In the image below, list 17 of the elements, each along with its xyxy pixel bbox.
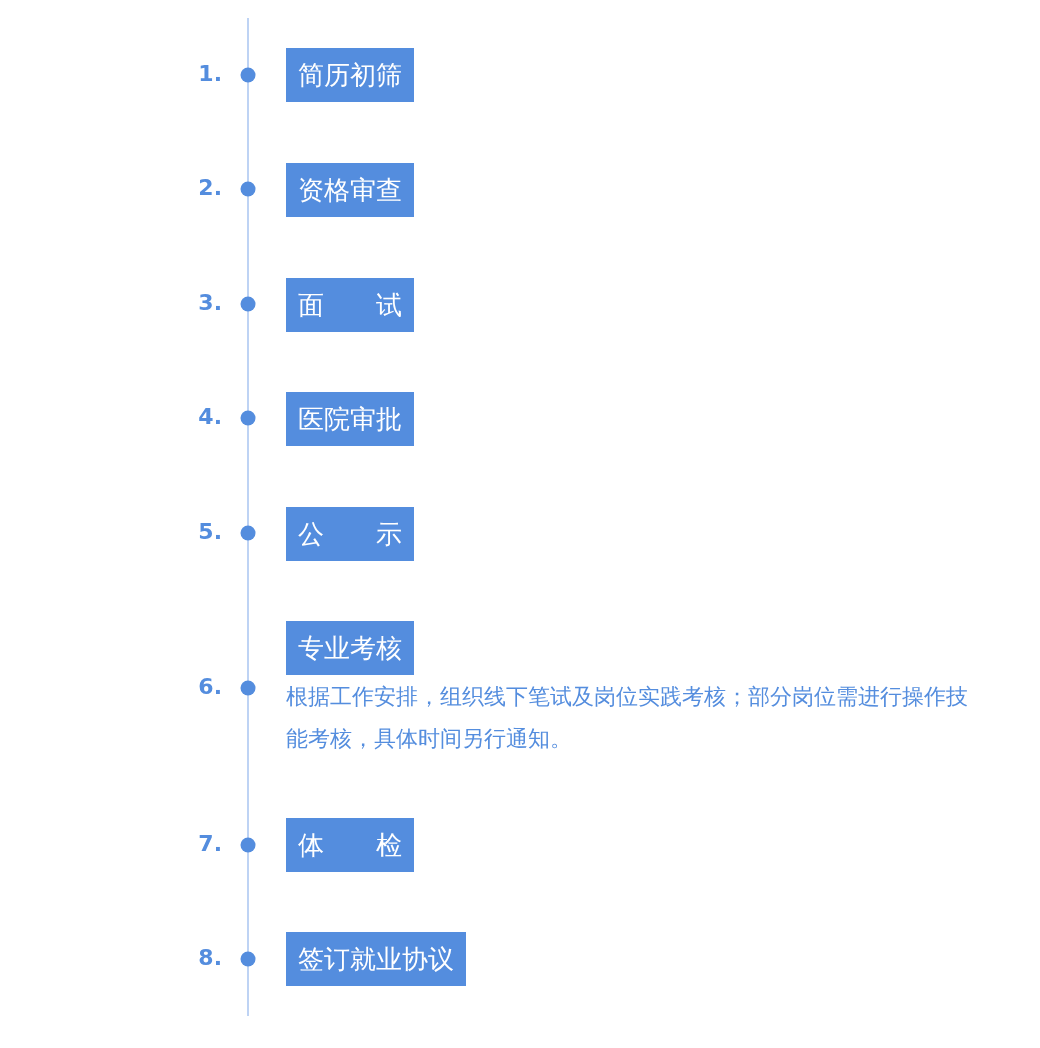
step-number: 7. [197,830,222,858]
step-number: 3. [197,289,222,317]
step-box: 体 检 [286,818,414,872]
step-box: 简历初筛 [286,48,414,102]
step-box: 资格审查 [286,163,414,217]
step-number: 4. [197,403,222,431]
step-box: 医院审批 [286,392,414,446]
step-number: 1. [197,60,222,88]
step-number: 2. [197,174,222,202]
step-number: 8. [197,944,222,972]
step-description: 根据工作安排，组织线下笔试及岗位实践考核；部分岗位需进行操作技能考核，具体时间另行通知。 [286,683,969,753]
step-number: 5. [197,518,222,546]
step-number: 6. [197,673,222,701]
step-box: 专业考核 [286,621,414,675]
step-box: 面 试 [286,278,414,332]
step-box: 签订就业协议 [286,932,466,986]
step-box: 公 示 [286,507,414,561]
